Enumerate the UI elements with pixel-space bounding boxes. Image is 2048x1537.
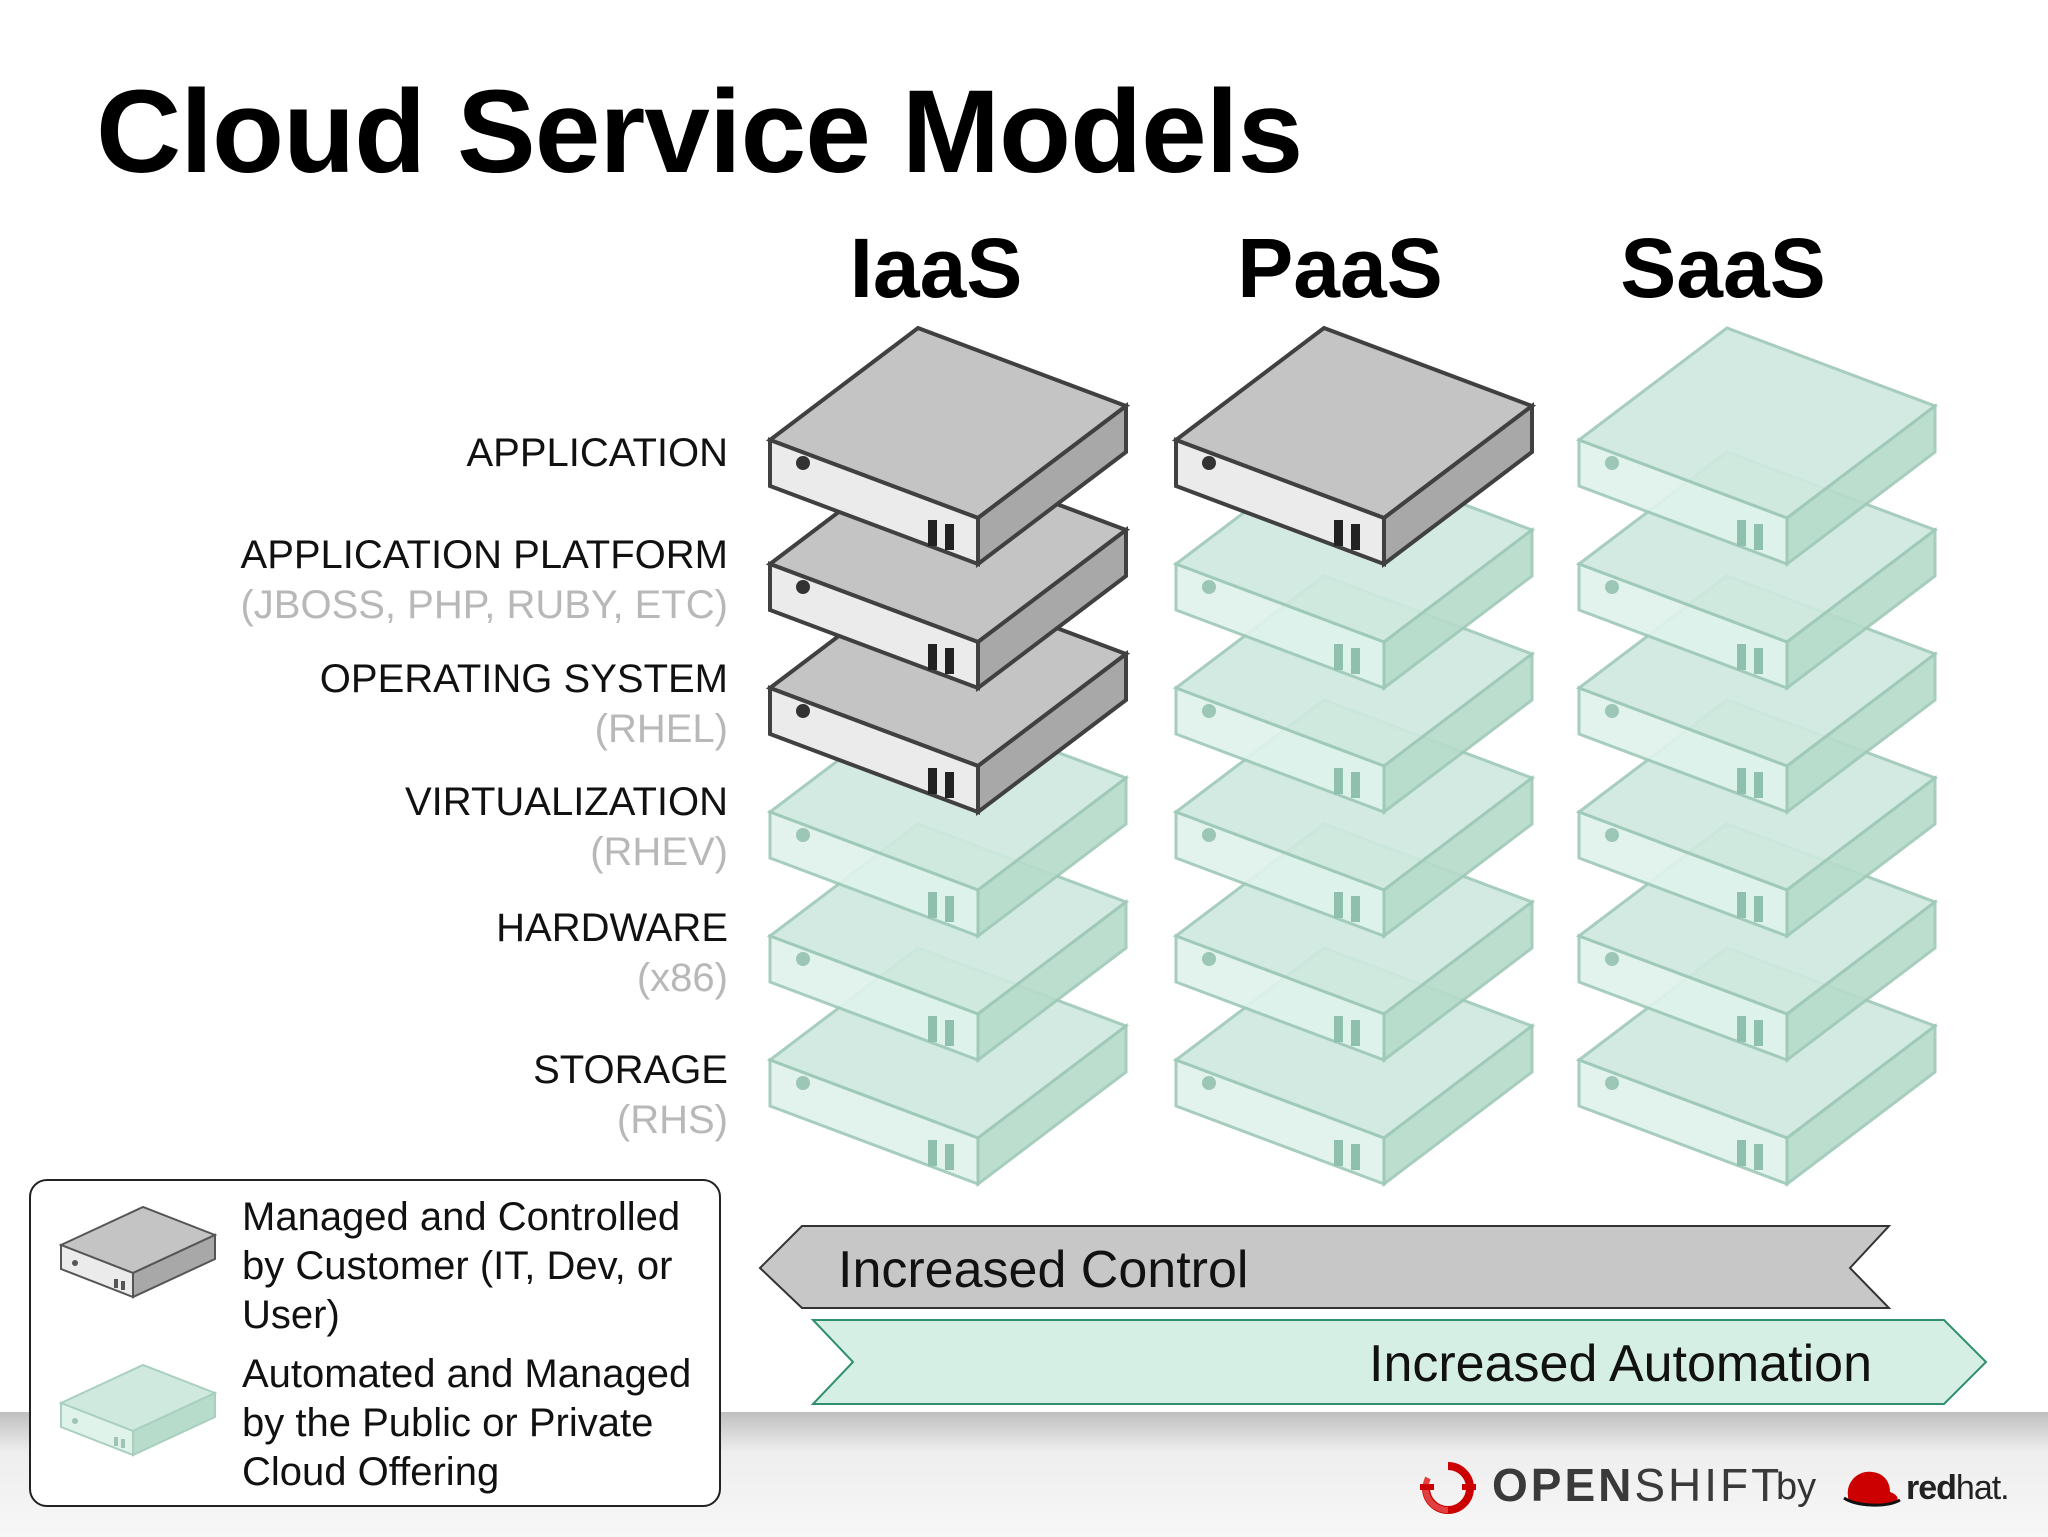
server-port xyxy=(928,892,937,918)
server-port xyxy=(1737,644,1746,670)
server-port xyxy=(1754,772,1763,798)
layer-label-application: APPLICATION xyxy=(466,428,728,478)
legend-automated-text: Automated and Managed by the Public or P… xyxy=(242,1352,692,1494)
server-port xyxy=(1334,520,1343,546)
layer-title: OPERATING SYSTEM xyxy=(319,657,728,701)
server-led xyxy=(796,1076,810,1090)
layer-subtitle: (RHEV) xyxy=(590,830,728,874)
increased-automation-label: Increased Automation xyxy=(1369,1335,1872,1393)
server-led xyxy=(796,580,810,594)
openshift-logo-icon xyxy=(1420,1462,1476,1514)
server-led xyxy=(1605,828,1619,842)
increased-automation-arrow xyxy=(810,1319,1988,1405)
layer-title: APPLICATION PLATFORM xyxy=(240,533,728,577)
server-led xyxy=(1202,828,1216,842)
server-port xyxy=(945,524,954,550)
server-port xyxy=(1737,1016,1746,1042)
server-port xyxy=(928,1140,937,1166)
server-led xyxy=(796,828,810,842)
column-header-saas: SaaS xyxy=(1620,221,1826,315)
layer-label-storage: STORAGE (RHS) xyxy=(533,1045,728,1145)
server-port xyxy=(945,648,954,674)
server-port xyxy=(1737,1140,1746,1166)
layer-subtitle: (RHEL) xyxy=(594,707,728,751)
layer-label-operating-system: OPERATING SYSTEM (RHEL) xyxy=(320,654,728,754)
server-port xyxy=(1334,1140,1343,1166)
server-port xyxy=(1334,1016,1343,1042)
server-led xyxy=(796,704,810,718)
server-led xyxy=(1202,456,1216,470)
layer-label-virtualization: VIRTUALIZATION (RHEV) xyxy=(405,777,728,877)
server-paas-1-customer xyxy=(1171,325,1537,569)
server-port xyxy=(1351,772,1360,798)
server-port xyxy=(1754,1020,1763,1046)
customer-managed-server-icon xyxy=(59,1205,217,1299)
server-port xyxy=(1351,1020,1360,1046)
page-title: Cloud Service Models xyxy=(96,66,1303,198)
openshift-light-part: SHIFT xyxy=(1634,1459,1783,1511)
layer-title: STORAGE xyxy=(533,1048,728,1092)
server-port xyxy=(945,1020,954,1046)
layer-label-application-platform: APPLICATION PLATFORM (JBOSS, PHP, RUBY, … xyxy=(240,530,728,630)
server-led xyxy=(1605,952,1619,966)
server-led xyxy=(1202,580,1216,594)
server-port xyxy=(1737,520,1746,546)
server-led xyxy=(1605,456,1619,470)
redhat-light-part: hat. xyxy=(1955,1469,2010,1507)
server-port xyxy=(945,772,954,798)
server-led xyxy=(1202,704,1216,718)
by-text: by xyxy=(1776,1466,1817,1508)
server-port xyxy=(1754,648,1763,674)
increased-control-label: Increased Control xyxy=(838,1241,1249,1299)
server-port xyxy=(928,768,937,794)
openshift-wordmark: OPENSHIFT xyxy=(1492,1459,1782,1511)
server-led xyxy=(1605,1076,1619,1090)
layer-title: HARDWARE xyxy=(496,906,728,950)
automated-managed-server-icon xyxy=(59,1363,217,1457)
server-port xyxy=(1737,892,1746,918)
server-iaas-1-customer xyxy=(765,325,1131,569)
layer-label-hardware: HARDWARE (x86) xyxy=(496,903,728,1003)
layer-title: VIRTUALIZATION xyxy=(404,780,728,824)
server-port xyxy=(928,1016,937,1042)
server-saas-1-automated xyxy=(1575,326,1939,568)
server-port xyxy=(1737,768,1746,794)
redhat-bold-part: red xyxy=(1906,1469,1957,1507)
server-port xyxy=(1334,644,1343,670)
server-port xyxy=(1754,1144,1763,1170)
column-header-paas: PaaS xyxy=(1237,221,1443,315)
server-led xyxy=(1202,952,1216,966)
server-port xyxy=(1351,1144,1360,1170)
server-port xyxy=(945,896,954,922)
redhat-wordmark: redhat. xyxy=(1906,1465,2010,1511)
layer-subtitle: (x86) xyxy=(636,956,728,1000)
server-port xyxy=(1351,896,1360,922)
server-port xyxy=(1754,524,1763,550)
server-port xyxy=(945,1144,954,1170)
layer-subtitle: (RHS) xyxy=(616,1098,728,1142)
redhat-logo-icon xyxy=(1843,1471,1901,1507)
layer-subtitle: (JBOSS, PHP, RUBY, ETC) xyxy=(240,583,728,627)
server-led xyxy=(1202,1076,1216,1090)
layer-title: APPLICATION xyxy=(466,431,728,475)
server-led xyxy=(796,952,810,966)
server-port xyxy=(1351,648,1360,674)
server-port xyxy=(1334,892,1343,918)
legend: Managed and Controlled by Customer (IT, … xyxy=(29,1179,721,1507)
legend-customer-text: Managed and Controlled by Customer (IT, … xyxy=(242,1195,681,1337)
server-port xyxy=(928,644,937,670)
openshift-bold-part: OPEN xyxy=(1492,1459,1635,1511)
server-port xyxy=(1754,896,1763,922)
server-port xyxy=(1351,524,1360,550)
column-header-iaas: IaaS xyxy=(849,221,1023,315)
increased-control-arrow xyxy=(758,1225,1892,1309)
server-port xyxy=(1334,768,1343,794)
server-led xyxy=(1605,580,1619,594)
server-led xyxy=(1605,704,1619,718)
server-port xyxy=(928,520,937,546)
server-led xyxy=(796,456,810,470)
